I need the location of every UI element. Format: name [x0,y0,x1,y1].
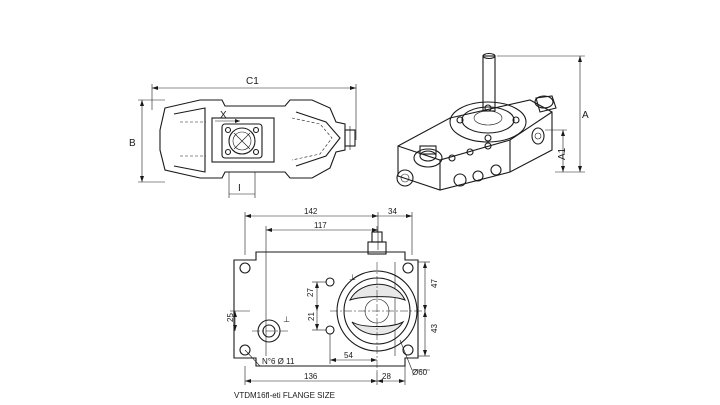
diameter-note: Ø60 [412,368,428,377]
dim-136: 136 [304,372,318,381]
dim-117: 117 [314,221,327,230]
dim-i-label: I [238,183,241,194]
dim-47: 47 [430,279,439,288]
dim-21: 21 [307,312,316,321]
dim-b-label: B [129,138,136,149]
dim-142: 142 [304,207,318,216]
dim-28: 28 [382,372,391,381]
dim-a-label: A [582,110,589,121]
dim-27: 27 [306,288,315,297]
port-mark-left: ⊥ [283,315,290,324]
flange-view: 142 34 117 [226,207,439,385]
isometric-view: A A1 [396,52,589,191]
side-view: C1 B X I [129,76,357,198]
dim-a1-label: A1 [557,147,568,160]
port-mark-top: ⊥ [349,273,356,282]
dim-54: 54 [344,351,353,360]
dim-43: 43 [430,324,439,333]
hole-note: N°6 Ø 11 [262,357,295,366]
dim-34: 34 [388,207,397,216]
section-x-label: X [220,110,227,121]
dim-25: 25 [226,313,235,322]
dim-c1-label: C1 [246,76,259,87]
drawing-caption: VTDM16fl-eti FLANGE SIZE [234,391,335,400]
